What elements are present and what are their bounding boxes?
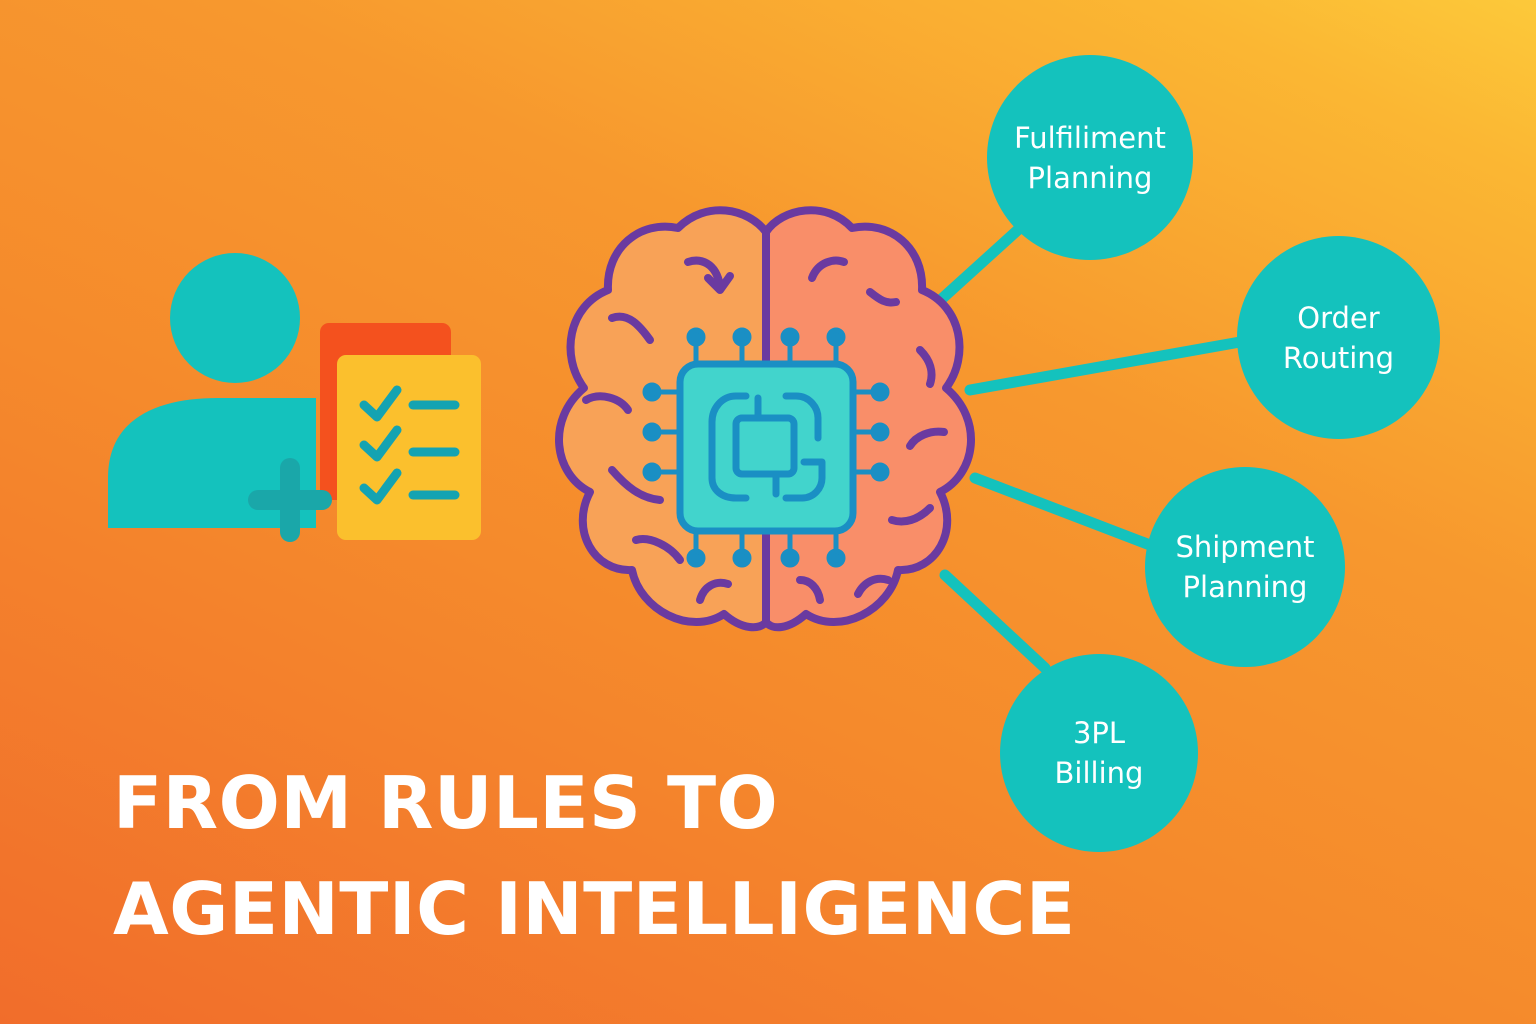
chip-icon <box>642 327 890 568</box>
headline-line-1: FROM RULES TO <box>113 761 779 845</box>
connector-billing <box>939 569 1051 674</box>
connector-routing <box>964 336 1246 396</box>
connector-shipment <box>969 472 1156 551</box>
plus-icon <box>248 458 332 542</box>
connector-fulfillment <box>929 222 1026 311</box>
headline-line-2: AGENTIC INTELLIGENCE <box>113 867 1076 951</box>
headline: FROM RULES TO AGENTIC INTELLIGENCE <box>113 750 1076 962</box>
checklist-icon <box>337 355 481 540</box>
